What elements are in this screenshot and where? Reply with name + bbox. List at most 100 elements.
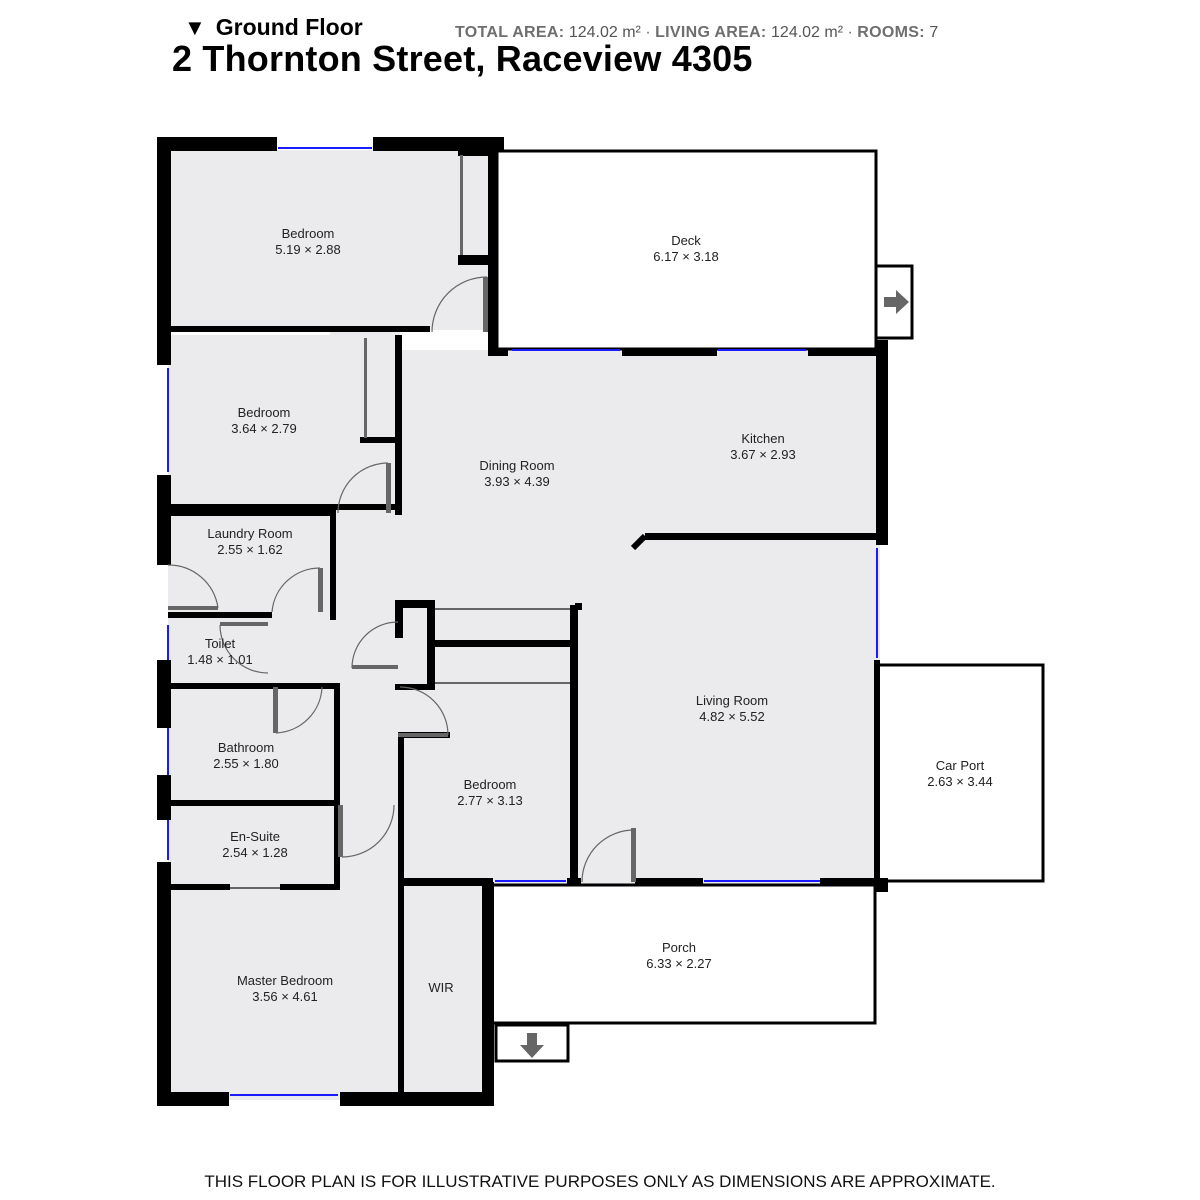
wall (168, 510, 336, 516)
wall (488, 150, 496, 355)
wall (157, 660, 171, 728)
door-leaf (168, 606, 218, 610)
wall (395, 600, 403, 638)
wall (157, 862, 171, 1105)
wall (168, 800, 340, 806)
door-leaf (631, 828, 636, 882)
floor-living (575, 535, 880, 885)
room-name: Laundry Room (207, 526, 292, 541)
door-leaf (318, 568, 323, 612)
doors (167, 276, 635, 883)
porch-outline (484, 883, 877, 1025)
floor-bedroom-3 (398, 680, 578, 885)
room-dims: 6.17 × 3.18 (653, 249, 718, 264)
wall (808, 348, 888, 356)
wall (360, 437, 400, 443)
room-dims: 2.77 × 3.13 (457, 793, 522, 808)
door-leaf (483, 277, 488, 332)
stat-label: LIVING AREA: (655, 24, 767, 41)
wall (395, 437, 402, 515)
floor-wir (398, 880, 488, 1100)
door-swing (341, 804, 395, 858)
wall (635, 878, 703, 886)
arrows (520, 290, 909, 1058)
room-name: Porch (662, 940, 696, 955)
floor-label-text: Ground Floor (215, 14, 363, 40)
wall (395, 600, 435, 608)
wall (567, 878, 581, 886)
wall (427, 640, 577, 647)
sliding-door (435, 682, 570, 684)
room-dims: 2.55 × 1.80 (213, 756, 278, 771)
room-labels: Bedroom 5.19 × 2.88 Deck 6.17 × 3.18 Bed… (187, 226, 992, 1004)
room-name: Bathroom (218, 740, 274, 755)
wall (168, 612, 272, 618)
room-dims: 3.64 × 2.79 (231, 421, 296, 436)
floor-bedroom-1 (168, 150, 493, 330)
stat-value: 124.02 m² (771, 24, 844, 41)
wall (330, 510, 336, 620)
wall (874, 660, 880, 888)
wall (570, 605, 578, 885)
floor-fills (168, 150, 880, 1100)
room-name: Living Room (696, 693, 768, 708)
wall (645, 533, 880, 540)
wall (373, 137, 504, 151)
door-swing (337, 462, 389, 514)
wall (458, 255, 493, 265)
door-leaf (220, 622, 268, 626)
room-name: Kitchen (741, 431, 784, 446)
door-leaf (273, 687, 278, 733)
wall (157, 137, 277, 151)
carport-outline (876, 663, 1045, 883)
wall (876, 340, 888, 545)
arrow-right-icon (884, 290, 909, 314)
wall (458, 150, 493, 156)
wall (820, 878, 880, 886)
room-name: Car Port (936, 758, 985, 773)
room-name: Bedroom (282, 226, 335, 241)
stat-value: 7 (929, 24, 939, 41)
door-swing (351, 621, 399, 669)
door-leaf (352, 665, 398, 669)
wall (395, 684, 430, 690)
wall (340, 1092, 494, 1106)
wall (398, 735, 404, 1100)
room-dims: 3.56 × 4.61 (252, 989, 317, 1004)
property-address: 2 Thornton Street, Raceview 4305 (172, 38, 753, 79)
door-swing (219, 624, 269, 674)
room-name: Deck (671, 233, 701, 248)
wall (483, 878, 493, 886)
windows (167, 147, 878, 1096)
disclaimer: THIS FLOOR PLAN IS FOR ILLUSTRATIVE PURP… (204, 1172, 996, 1191)
wall (334, 683, 340, 808)
wall (168, 504, 402, 510)
wall (157, 1092, 229, 1106)
wall (280, 884, 340, 890)
room-name: Bedroom (464, 777, 517, 792)
walls (157, 137, 888, 1106)
room-name: Toilet (205, 636, 236, 651)
room-dims: 6.33 × 2.27 (646, 956, 711, 971)
door-swing (167, 564, 219, 609)
stat-label: TOTAL AREA: (455, 24, 565, 41)
sliding-door (230, 887, 280, 889)
stat-value: 124.02 m² (568, 24, 641, 41)
room-dims: 4.82 × 5.52 (699, 709, 764, 724)
door-leaf (338, 805, 343, 857)
wall-diagonal (630, 533, 648, 551)
wall (168, 884, 230, 890)
room-dims: 2.54 × 1.28 (222, 845, 287, 860)
wall (398, 880, 490, 886)
separator: · (847, 24, 853, 41)
floor-hall-mid (168, 505, 578, 685)
door-swing (275, 686, 323, 734)
door-swing (581, 829, 635, 883)
wall (488, 348, 508, 356)
room-dims: 2.63 × 3.44 (927, 774, 992, 789)
room-dims: 5.19 × 2.88 (275, 242, 340, 257)
door-leaf (386, 463, 391, 513)
room-name: Bedroom (238, 405, 291, 420)
wall (157, 775, 171, 820)
